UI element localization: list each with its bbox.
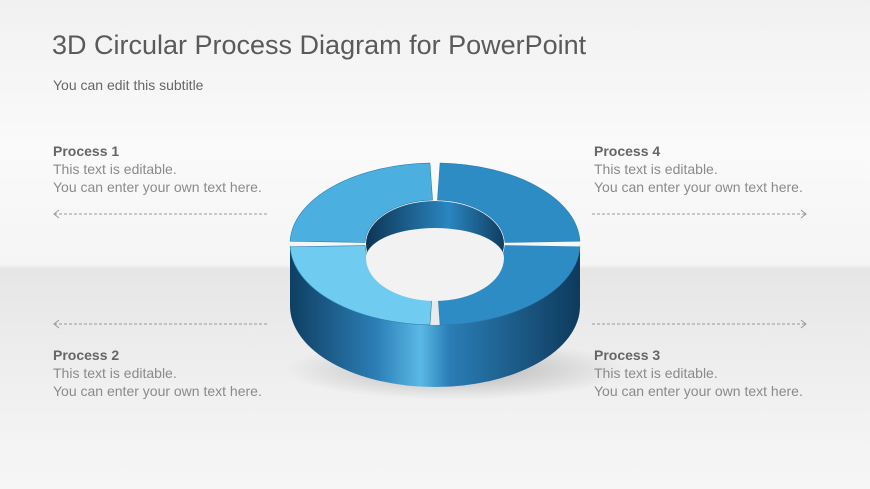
process-2-line2: You can enter your own text here. <box>53 383 262 399</box>
process-3-heading: Process 3 <box>594 347 661 363</box>
process-1-text[interactable]: Process 1 This text is editable. You can… <box>53 142 262 196</box>
process-4-text[interactable]: Process 4 This text is editable. You can… <box>594 142 803 196</box>
ring-outer-side <box>290 244 580 387</box>
arrow-left-2-icon <box>53 319 268 329</box>
process-2-line1: This text is editable. <box>53 365 177 381</box>
process-4-line2: You can enter your own text here. <box>594 179 803 195</box>
arrow-right-4-icon <box>592 209 807 219</box>
arrow-right-3-icon <box>592 319 807 329</box>
process-2-text[interactable]: Process 2 This text is editable. You can… <box>53 346 262 400</box>
slide-subtitle[interactable]: You can edit this subtitle <box>53 77 204 93</box>
process-3-line2: You can enter your own text here. <box>594 383 803 399</box>
ring-hole <box>366 228 504 301</box>
process-4-heading: Process 4 <box>594 143 661 159</box>
process-3-text[interactable]: Process 3 This text is editable. You can… <box>594 346 803 400</box>
process-1-line2: You can enter your own text here. <box>53 179 262 195</box>
process-3-line1: This text is editable. <box>594 365 718 381</box>
segment-process-4[interactable] <box>437 162 581 243</box>
process-4-line1: This text is editable. <box>594 161 718 177</box>
segment-process-1[interactable] <box>289 162 433 243</box>
arrow-left-1-icon <box>53 209 268 219</box>
slide-title[interactable]: 3D Circular Process Diagram for PowerPoi… <box>52 30 587 60</box>
process-2-heading: Process 2 <box>53 347 120 363</box>
process-1-line1: This text is editable. <box>53 161 177 177</box>
process-1-heading: Process 1 <box>53 143 120 159</box>
